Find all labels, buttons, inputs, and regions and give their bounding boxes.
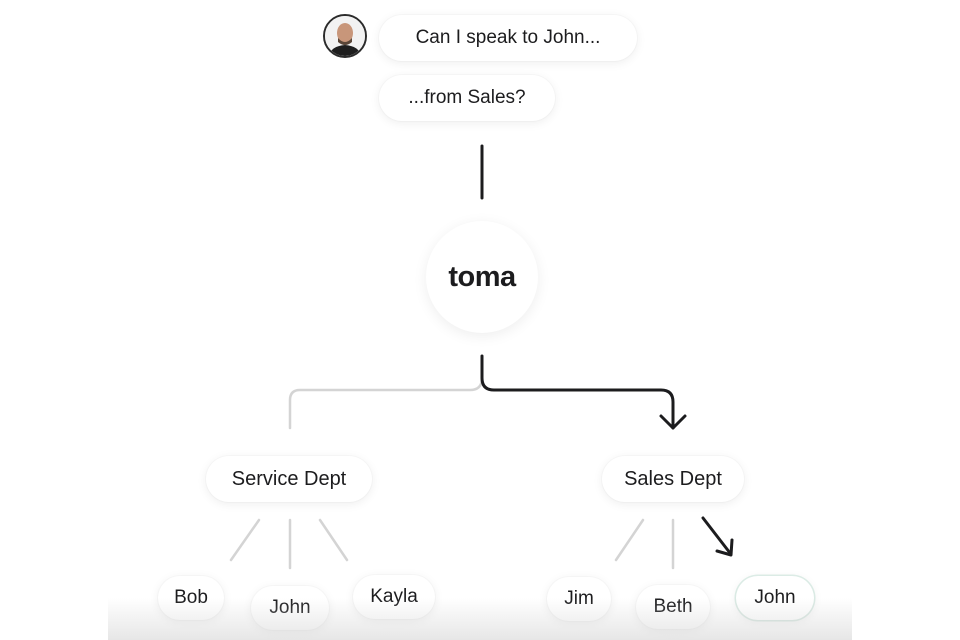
- dept-node-service: Service Dept: [206, 456, 372, 502]
- toma-logo-text: toma: [448, 260, 516, 293]
- person-label-beth: Beth: [653, 596, 693, 617]
- chat-bubble-2: ...from Sales?: [379, 75, 555, 121]
- dept-node-sales: Sales Dept: [602, 456, 744, 502]
- dept-label-sales: Sales Dept: [624, 467, 722, 490]
- chat-bubble-2-text: ...from Sales?: [408, 87, 526, 108]
- person-node-jim: Jim: [547, 577, 611, 621]
- person-node-sales-john-selected: John: [736, 576, 814, 620]
- connector-sales-to-john: [701, 516, 732, 555]
- chat-bubble-1: Can I speak to John...: [379, 15, 637, 61]
- connector-service-to-kayla: [318, 518, 349, 562]
- connector-toma-to-sales: [480, 354, 675, 430]
- person-node-bob: Bob: [158, 576, 224, 620]
- person-label-bob: Bob: [174, 587, 208, 608]
- dept-label-service: Service Dept: [231, 467, 347, 490]
- chat-bubble-1-text: Can I speak to John...: [415, 27, 601, 48]
- arrow-head-sales-icon: [659, 414, 687, 430]
- user-avatar: [323, 14, 367, 58]
- person-node-beth: Beth: [636, 585, 710, 629]
- person-label-sales-john: John: [754, 587, 796, 608]
- person-label-kayla: Kayla: [370, 586, 418, 607]
- toma-router-node: toma: [426, 221, 538, 333]
- person-node-service-john: John: [251, 586, 329, 630]
- person-label-service-john: John: [269, 597, 311, 618]
- person-node-kayla: Kayla: [353, 575, 435, 619]
- person-avatar-icon: [325, 16, 365, 56]
- arrow-head-john-icon: [715, 538, 734, 557]
- connector-sales-to-jim: [614, 518, 645, 562]
- connector-service-to-bob: [229, 518, 261, 562]
- person-label-jim: Jim: [564, 588, 594, 609]
- connector-toma-to-service: [288, 358, 484, 430]
